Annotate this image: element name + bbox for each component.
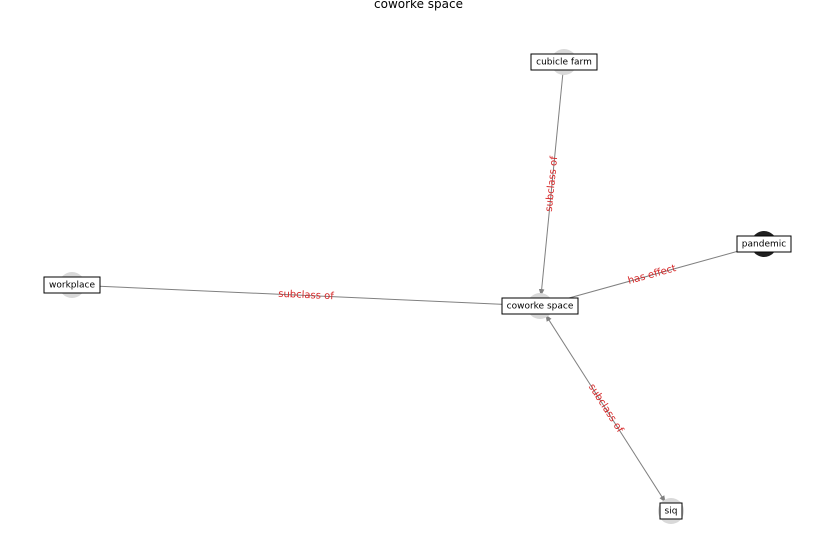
edge-siq-coworke_space [544,314,667,503]
node-workplace[interactable]: workplace [43,272,101,298]
graph-title: coworke space [374,0,463,11]
edges-layer [81,71,755,503]
node-label-box [501,297,579,315]
node-siq[interactable]: siq [658,498,684,524]
node-label: siq [665,507,678,517]
node-cubicle-farm[interactable]: cubicle farm [530,49,598,75]
node-label: coworke space [507,302,574,312]
node-pandemic[interactable]: pandemic [736,231,792,257]
edge-label: has effect [627,263,678,287]
edge-label: subclass of [278,289,334,303]
node-coworke-space[interactable]: coworke space [501,293,579,319]
node-label-box [43,276,101,294]
edge-label: subclass of [544,155,560,212]
edge-coworke_space-pandemic [549,246,755,304]
edge-labels-layer: subclass of has effect subclass of subclass… [278,155,677,435]
node-label: cubicle farm [536,58,592,68]
node-label: workplace [49,281,95,291]
edge-cubicle_farm-coworke_space [538,71,564,297]
edge-workplace-coworke_space [81,284,531,307]
node-label-box [530,53,598,71]
nodes-layer: coworke space cubicle farm pandemic workpla… [43,49,792,524]
node-label: pandemic [742,240,786,250]
edge-label: subclass of [586,382,625,435]
node-label-box [736,235,792,253]
node-label-box [659,502,683,520]
